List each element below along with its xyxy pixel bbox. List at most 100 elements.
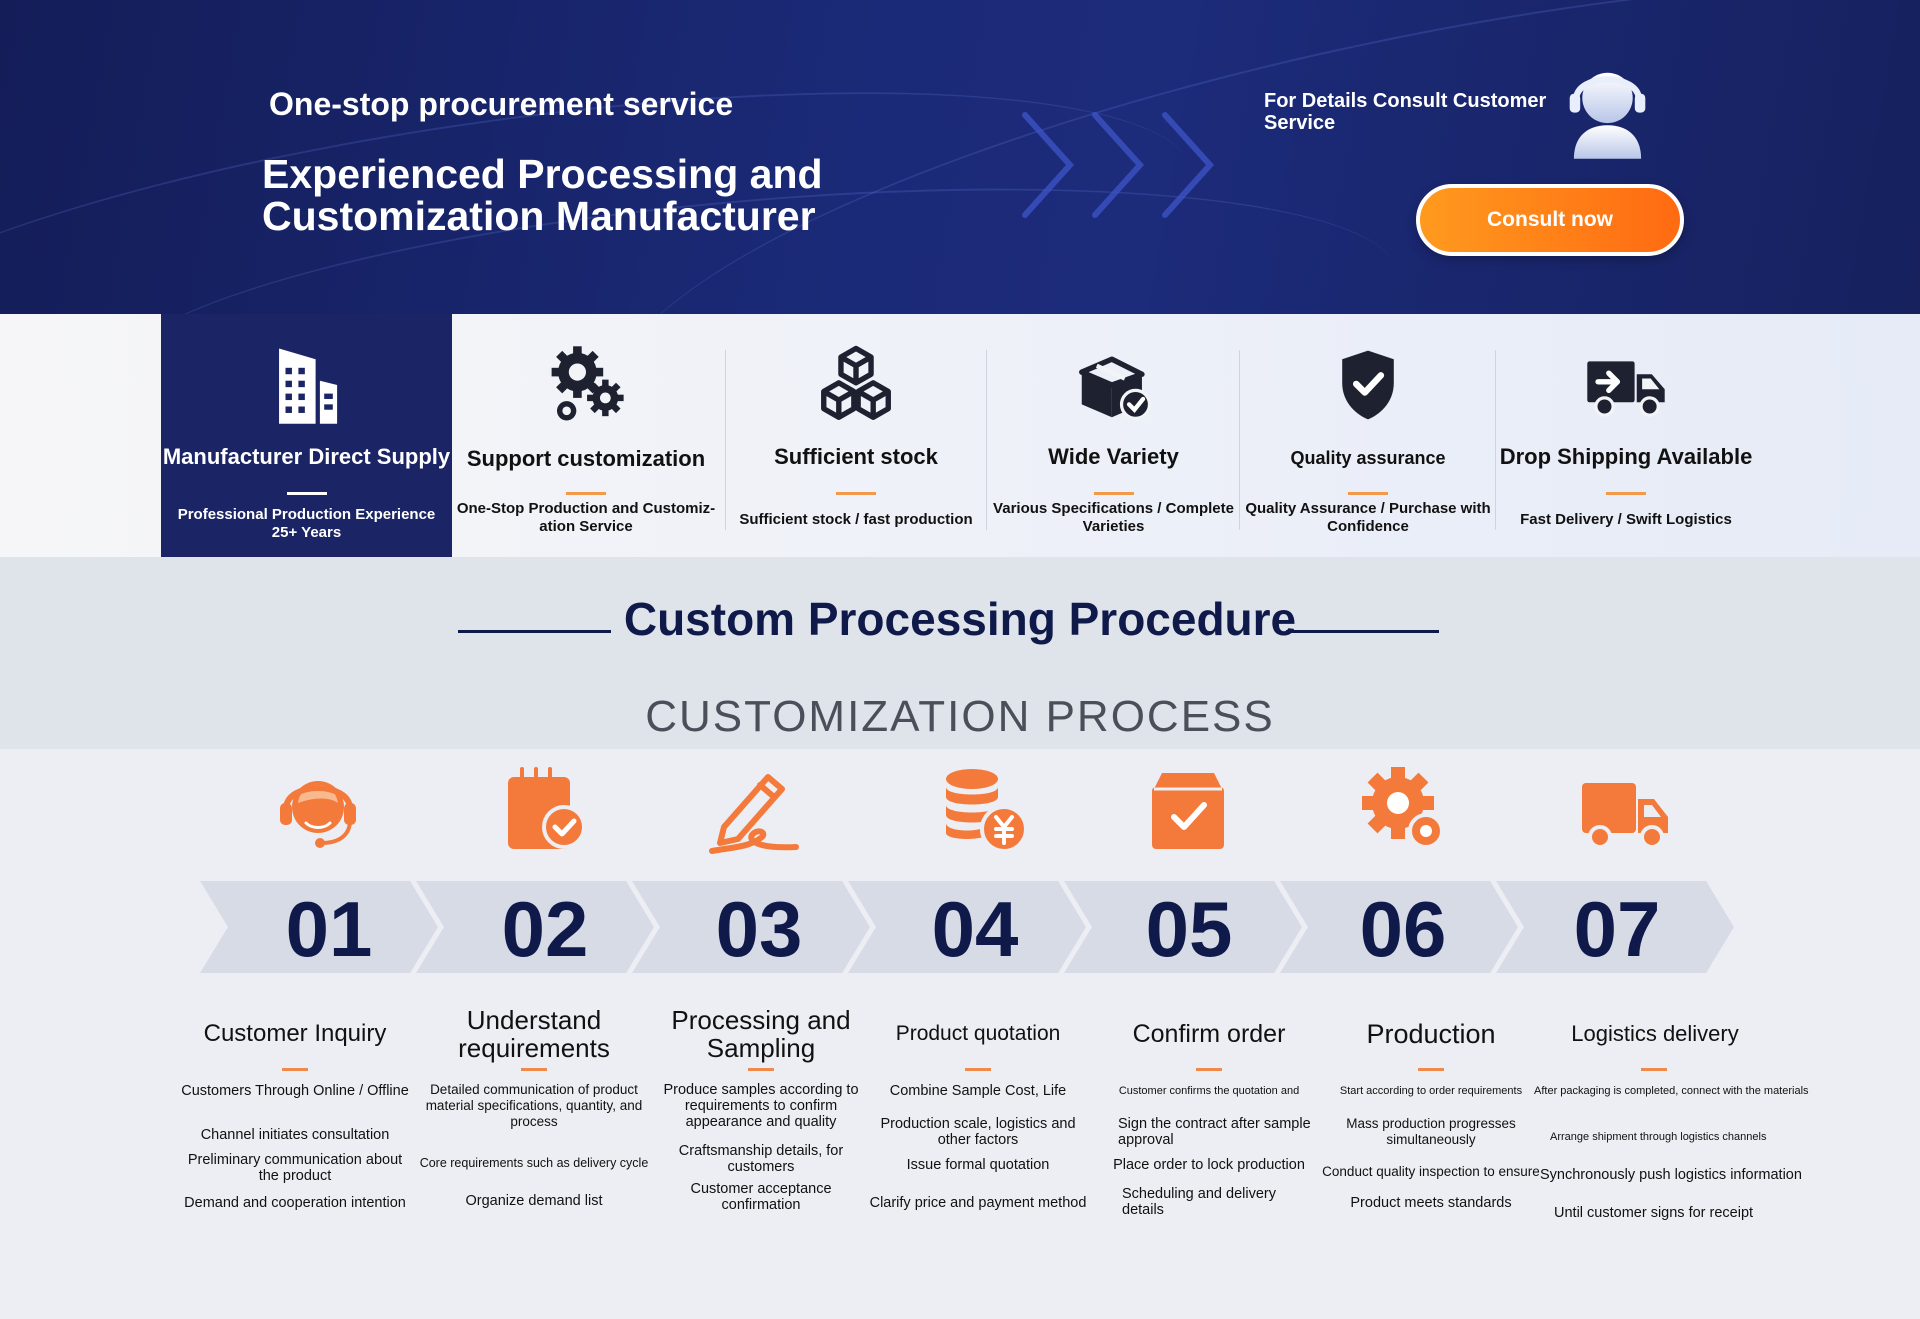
feature-desc: Various Specifications / Complete Variet…: [993, 500, 1234, 535]
step-logistics-delivery: Logistics delivery After packaging is co…: [1530, 1004, 1840, 1223]
step-line: Preliminary communication about the prod…: [187, 1152, 403, 1184]
step-number: 04: [931, 885, 1019, 973]
feature-desc: One-Stop Production and Customiz-ation S…: [456, 500, 716, 535]
step-line: Conduct quality inspection to ensure: [1322, 1164, 1540, 1179]
hero-subtitle: One-stop procurement service: [269, 86, 734, 122]
step-line: Customer confirms the quotation and: [1118, 1085, 1300, 1097]
step-line: Scheduling and delivery details: [1122, 1186, 1276, 1218]
step-line: Detailed communication of product materi…: [425, 1082, 643, 1129]
step-product-quotation: Product quotation Combine Sample Cost, L…: [862, 1004, 1094, 1213]
headset-agent-icon: [280, 781, 356, 848]
feature-desc: Quality Assurance / Purchase with Confid…: [1245, 500, 1491, 535]
step-line: Produce samples according to requirement…: [663, 1082, 859, 1130]
feature-wide-variety: Wide Variety Various Specifications / Co…: [987, 314, 1240, 557]
step-underline: [521, 1068, 547, 1071]
step-number: 05: [1145, 885, 1233, 973]
feature-title: Quality assurance: [1290, 448, 1446, 468]
hero-title-line2: Customization Manufacturer: [262, 193, 816, 239]
feature-title: Sufficient stock: [774, 444, 938, 469]
step-line: Organize demand list: [465, 1193, 603, 1209]
step-underline: [748, 1068, 774, 1071]
feature-underline: [566, 492, 606, 495]
box-check-icon: [1078, 356, 1151, 420]
gears-icon: [551, 346, 624, 421]
clipboard-check-icon: [508, 767, 586, 849]
step-chevron: [632, 881, 870, 973]
step-line: Channel initiates consultation: [200, 1127, 390, 1143]
feature-title: Support customization: [466, 446, 706, 471]
box-check-icon: [1152, 773, 1224, 849]
step-chevron: [1064, 881, 1302, 973]
building-icon: [278, 348, 337, 424]
step-line: Clarify price and payment method: [869, 1195, 1087, 1211]
feature-support-customization: Support customization One-Stop Productio…: [452, 314, 720, 557]
step-line: Combine Sample Cost, Life: [889, 1083, 1067, 1099]
step-title: Confirm order: [1132, 1020, 1286, 1048]
customer-service-agent-icon: [1569, 72, 1646, 159]
feature-title: Wide Variety: [1048, 444, 1179, 469]
feature-drop-shipping: Drop Shipping Available Fast Delivery / …: [1496, 314, 1756, 557]
consult-now-button[interactable]: Consult now: [1416, 184, 1684, 256]
step-line: Mass production progresses simultaneousl…: [1346, 1116, 1516, 1147]
consult-prompt: For Details Consult Customer Service: [1264, 90, 1547, 134]
feature-underline: [1093, 492, 1134, 495]
feature-strip: Manufacturer Direct Supply Professional …: [0, 314, 1920, 557]
step-line: Demand and cooperation intention: [184, 1195, 406, 1211]
step-underline: [1196, 1068, 1222, 1071]
step-line: Core requirements such as delivery cycle: [419, 1156, 649, 1170]
truck-icon: [1587, 361, 1665, 417]
feature-desc: Fast Delivery / Swift Logistics: [1520, 511, 1732, 528]
hero-title: Experienced Processing and Customization…: [262, 153, 862, 237]
feature-desc: Professional Production Experience 25+ Y…: [177, 506, 436, 541]
step-line: Customer acceptance confirmation: [690, 1181, 832, 1213]
step-title: Logistics delivery: [1571, 1021, 1739, 1046]
coins-yen-icon: [946, 769, 1028, 853]
step-confirm-order: Confirm order Customer confirms the quot…: [1104, 1004, 1314, 1219]
step-line: Synchronously push logistics information: [1540, 1167, 1802, 1183]
feature-divider: [1239, 350, 1240, 530]
step-number: 02: [501, 885, 589, 973]
step-title: Processing and Sampling: [671, 1005, 851, 1063]
feature-divider: [1495, 350, 1496, 530]
step-line: Production scale, logistics and other fa…: [880, 1116, 1076, 1148]
step-production: Production Start according to order requ…: [1322, 1004, 1540, 1213]
gear-settings-icon: [1362, 767, 1444, 849]
chevron-arrows-icon: [1022, 112, 1215, 218]
step-line: Start according to order requirements: [1339, 1085, 1523, 1097]
step-underline: [1641, 1068, 1667, 1071]
feature-sufficient-stock: Sufficient stock Sufficient stock / fast…: [726, 314, 986, 557]
step-processing-and-sampling: Processing and Sampling Produce samples …: [652, 1004, 870, 1215]
step-number: 07: [1573, 885, 1661, 973]
cubes-icon: [821, 345, 891, 420]
step-line: Customers Through Online / Offline: [181, 1083, 409, 1099]
step-line: Place order to lock production: [1113, 1157, 1305, 1173]
step-chevron: [848, 881, 1086, 973]
feature-manufacturer-direct-supply: Manufacturer Direct Supply Professional …: [161, 314, 452, 557]
step-line: Until customer signs for receipt: [1554, 1205, 1754, 1221]
title-rule-right: [1286, 630, 1439, 633]
step-line: After packaging is completed, connect wi…: [1534, 1085, 1809, 1097]
step-title: Customer Inquiry: [203, 1020, 387, 1047]
feature-underline: [1606, 492, 1646, 495]
step-number: 03: [715, 885, 803, 973]
step-title: Understand requirements: [458, 1005, 610, 1063]
pencil-sign-icon: [709, 774, 799, 854]
step-underline: [965, 1068, 991, 1071]
procedure-subtitle: CUSTOMIZATION PROCESS: [645, 692, 1275, 741]
shield-check-icon: [1342, 350, 1394, 420]
feature-divider: [986, 350, 987, 530]
title-rule-left: [458, 630, 611, 633]
step-chevron: [1496, 881, 1734, 973]
feature-desc: Sufficient stock / fast production: [739, 511, 973, 528]
feature-underline: [286, 492, 327, 495]
step-line: Issue formal quotation: [906, 1157, 1050, 1173]
process-steps: 01 02 03 04 05 06 07 Customer Inquiry Cu…: [0, 749, 1920, 1319]
feature-underline: [1348, 492, 1388, 495]
feature-title: Manufacturer Direct Supply: [162, 444, 451, 469]
step-underline: [1418, 1068, 1444, 1071]
hero-banner: One-stop procurement service Experienced…: [0, 0, 1920, 314]
feature-title: Drop Shipping Available: [1499, 444, 1753, 469]
step-line: Product meets standards: [1350, 1195, 1512, 1211]
step-line: Sign the contract after sample approval: [1118, 1116, 1311, 1148]
step-understand-requirements: Understand requirements Detailed communi…: [412, 1004, 656, 1211]
